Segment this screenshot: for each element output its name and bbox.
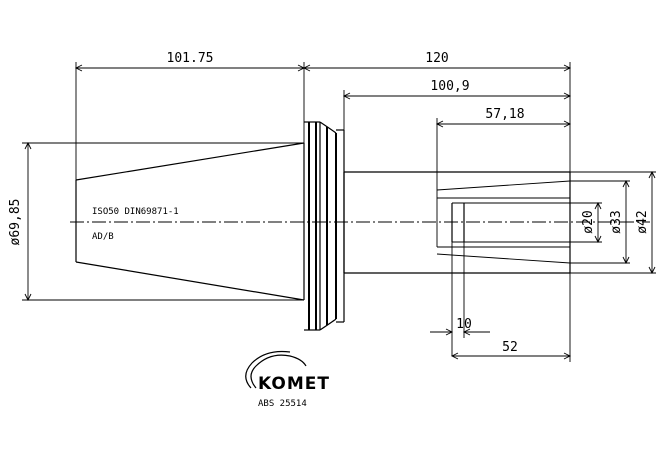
dim-57-18-label: 57,18	[485, 107, 524, 122]
variant-label: AD/B	[92, 232, 114, 242]
dim-dia-69-85-label: ø69,85	[8, 199, 23, 246]
dimension-120: 120	[302, 51, 572, 172]
dim-100-9-label: 100,9	[430, 79, 469, 94]
part-number: ABS 25514	[258, 399, 307, 409]
dim-dia-33-label: ø33	[609, 210, 624, 233]
taper-shank	[75, 142, 305, 301]
dim-dia-20-label: ø20	[581, 210, 596, 233]
dim-dia-42-label: ø42	[635, 210, 650, 233]
dimension-101-75: 101.75	[74, 51, 306, 180]
dimension-10: 10	[430, 242, 490, 356]
body	[343, 171, 571, 274]
dimension-dia-42: ø42	[570, 170, 656, 275]
komet-logo: KOMET	[245, 350, 330, 394]
brand-logo-text: KOMET	[258, 374, 330, 394]
dimension-52: 52	[450, 273, 572, 362]
standard-label: ISO50 DIN69871-1	[92, 207, 179, 217]
dim-52-label: 52	[502, 340, 518, 355]
dimension-dia-33: ø33	[570, 179, 630, 265]
dim-120-label: 120	[425, 51, 448, 66]
dim-101-75-label: 101.75	[167, 51, 214, 66]
dimension-57-18: 57,18	[435, 107, 572, 198]
dimension-dia-20: ø20	[570, 201, 602, 244]
flange	[304, 121, 345, 331]
dim-10-label: 10	[456, 317, 472, 332]
bore	[436, 180, 571, 264]
dimension-dia-69-85: ø69,85	[8, 141, 304, 302]
dimension-100-9: 100,9	[342, 79, 572, 130]
